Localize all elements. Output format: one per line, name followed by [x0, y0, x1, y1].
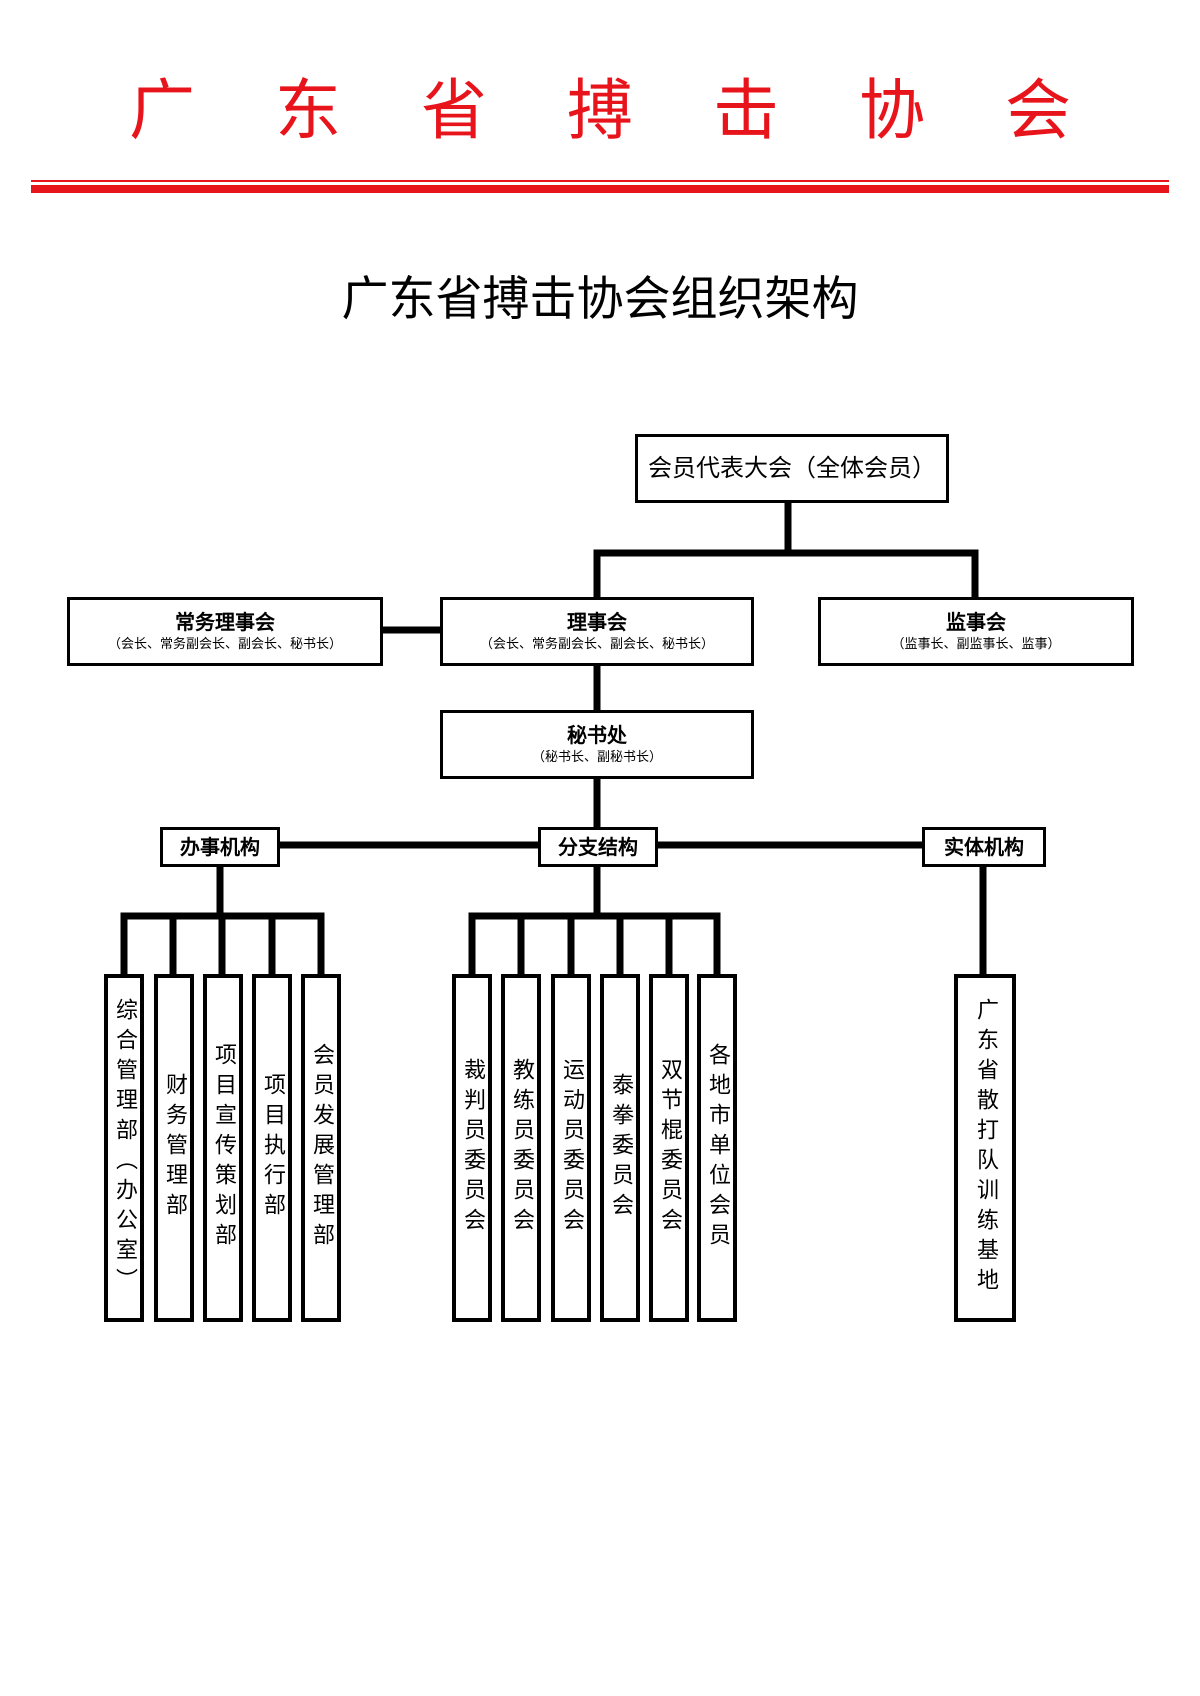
council-label: 理事会: [567, 609, 627, 634]
office-unit-label: 会员发展管理部: [309, 1043, 334, 1253]
office-unit: 项目宣传策划部: [203, 974, 243, 1322]
standing-council-box: 常务理事会 （会长、常务副会长、副会长、秘书长）: [67, 597, 383, 666]
member-congress-label: 会员代表大会（全体会员）: [648, 454, 936, 483]
secretariat-box: 秘书处 （秘书长、副秘书长）: [440, 710, 754, 779]
org-chart-title: 广东省搏击协会组织架构: [341, 272, 859, 327]
branch-unit-label: 运动员委员会: [559, 1058, 584, 1238]
office-unit: 会员发展管理部: [301, 974, 341, 1322]
entity-unit-label: 广东省散打队训练基地: [973, 998, 998, 1298]
secretariat-members: （秘书长、副秘书长）: [531, 749, 662, 765]
supervisory-members: （监事长、副监事长、监事）: [891, 636, 1061, 652]
standing-council-label: 常务理事会: [175, 609, 275, 634]
entity-units-box: 实体机构: [922, 827, 1046, 867]
office-units-box: 办事机构: [160, 827, 280, 867]
standing-council-members: （会长、常务副会长、副会长、秘书长）: [107, 636, 342, 652]
office-unit-label: 项目执行部: [260, 1073, 285, 1223]
member-congress-box: 会员代表大会（全体会员）: [635, 434, 949, 503]
branch-unit-label: 泰拳委员会: [608, 1073, 633, 1223]
branch-unit: 裁判员委员会: [452, 974, 492, 1322]
council-members: （会长、常务副会长、副会长、秘书长）: [479, 636, 714, 652]
branch-unit: 各地市单位会员: [697, 974, 737, 1322]
branch-unit-label: 双节棍委员会: [657, 1058, 682, 1238]
header-rule-thin: [31, 180, 1169, 182]
entity-units-label: 实体机构: [944, 835, 1024, 859]
office-unit-label: 财务管理部: [162, 1073, 187, 1223]
office-unit: 财务管理部: [154, 974, 194, 1322]
entity-unit: 广东省散打队训练基地: [954, 974, 1016, 1322]
office-units-label: 办事机构: [180, 835, 260, 859]
branch-unit: 双节棍委员会: [649, 974, 689, 1322]
branch-unit: 泰拳委员会: [600, 974, 640, 1322]
office-unit-label: 综合管理部（办公室）: [112, 998, 137, 1298]
supervisory-box: 监事会 （监事长、副监事长、监事）: [818, 597, 1134, 666]
branch-unit-label: 各地市单位会员: [705, 1043, 730, 1253]
office-unit-label: 项目宣传策划部: [211, 1043, 236, 1253]
office-unit: 综合管理部（办公室）: [104, 974, 144, 1322]
branch-units-label: 分支结构: [558, 835, 638, 859]
secretariat-label: 秘书处: [567, 722, 627, 747]
office-unit: 项目执行部: [252, 974, 292, 1322]
branch-unit: 教练员委员会: [501, 974, 541, 1322]
header-rule-thick: [31, 185, 1169, 193]
council-box: 理事会 （会长、常务副会长、副会长、秘书长）: [440, 597, 754, 666]
supervisory-label: 监事会: [946, 609, 1006, 634]
association-name-heading: 广东省搏击协会: [129, 72, 1151, 149]
branch-unit-label: 教练员委员会: [509, 1058, 534, 1238]
branch-units-box: 分支结构: [538, 827, 658, 867]
branch-unit: 运动员委员会: [551, 974, 591, 1322]
branch-unit-label: 裁判员委员会: [460, 1058, 485, 1238]
